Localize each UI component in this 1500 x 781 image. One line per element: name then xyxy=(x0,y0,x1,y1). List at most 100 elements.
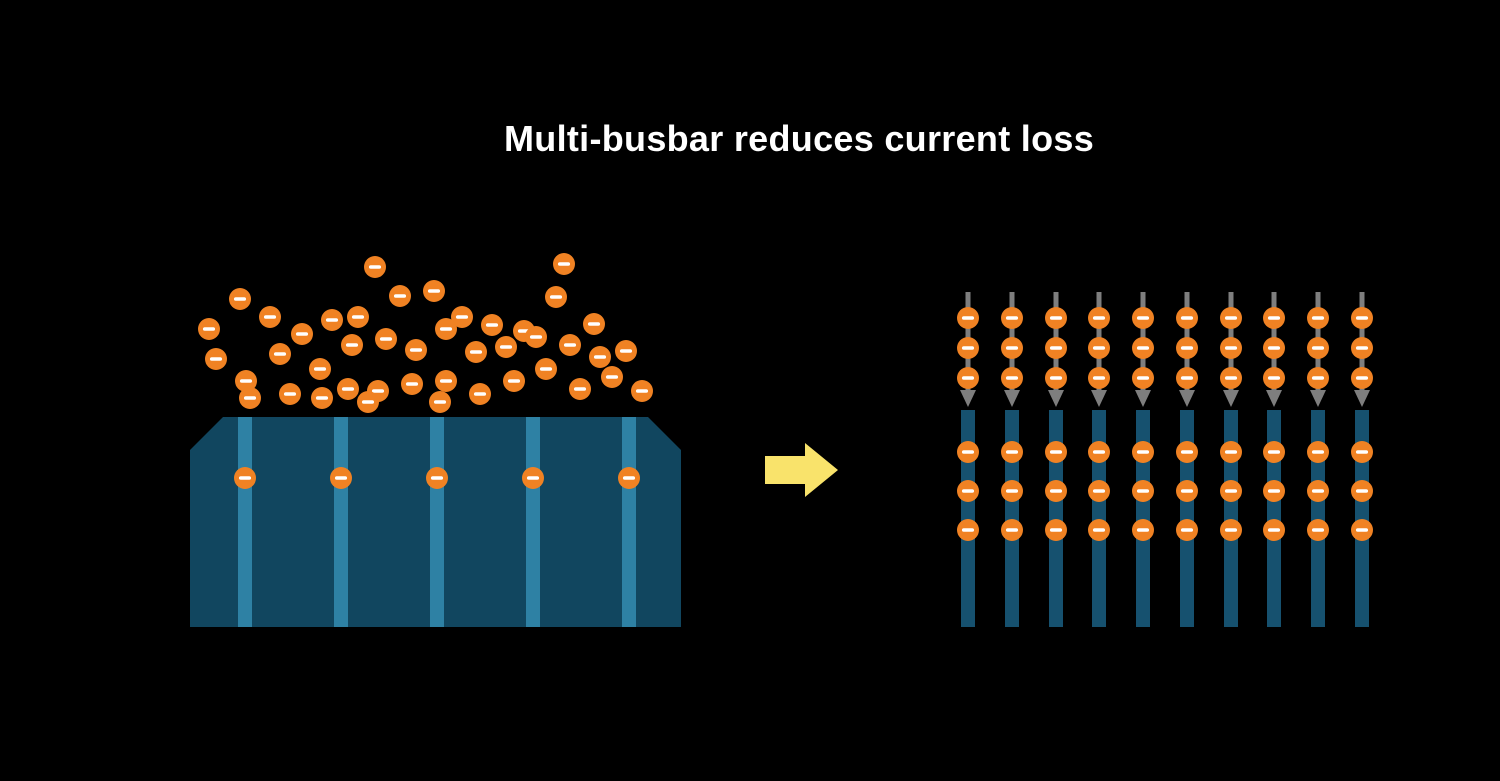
free-electron-icon xyxy=(389,285,411,307)
free-electron-icon xyxy=(205,348,227,370)
wire-electron-icon xyxy=(1176,480,1198,502)
free-electron-icon xyxy=(364,256,386,278)
incoming-electron-icon xyxy=(1351,307,1373,329)
standard-busbar-cell xyxy=(190,253,681,627)
wire-electron-icon xyxy=(1307,441,1329,463)
cell-busbar xyxy=(238,417,252,627)
diagram-title: Multi-busbar reduces current loss xyxy=(503,118,1095,159)
incoming-electron-icon xyxy=(957,307,979,329)
free-electron-icon xyxy=(337,378,359,400)
mbb-wire xyxy=(1355,410,1369,627)
incoming-electrons xyxy=(957,307,1373,389)
wire-electron-icon xyxy=(1088,441,1110,463)
cell-busbar xyxy=(334,417,348,627)
incoming-electron-icon xyxy=(1220,367,1242,389)
free-electron-icon xyxy=(503,370,525,392)
wire-electron-icon xyxy=(1176,519,1198,541)
incoming-electron-icon xyxy=(1176,307,1198,329)
free-electron-icon xyxy=(291,323,313,345)
free-electron-icon xyxy=(601,366,623,388)
incoming-electron-icon xyxy=(1263,367,1285,389)
incoming-electron-icon xyxy=(1307,307,1329,329)
busbar-electron-icon xyxy=(330,467,352,489)
right-arrow-icon xyxy=(765,443,838,497)
incoming-electron-icon xyxy=(1088,307,1110,329)
scattered-electrons xyxy=(198,253,653,413)
wire-electron-icon xyxy=(1132,441,1154,463)
mbb-wire xyxy=(1049,410,1063,627)
mbb-wire xyxy=(1267,410,1281,627)
incoming-electron-icon xyxy=(1045,337,1067,359)
incoming-electron-icon xyxy=(1132,337,1154,359)
incoming-electron-icon xyxy=(1220,337,1242,359)
free-electron-icon xyxy=(429,391,451,413)
mbb-wire xyxy=(1311,410,1325,627)
mbb-wires xyxy=(961,410,1369,627)
incoming-electron-icon xyxy=(957,367,979,389)
incoming-electron-icon xyxy=(1263,307,1285,329)
incoming-electron-icon xyxy=(1351,337,1373,359)
wire-electron-icon xyxy=(957,519,979,541)
wire-electron-icon xyxy=(1045,480,1067,502)
incoming-electron-icon xyxy=(1176,337,1198,359)
free-electron-icon xyxy=(309,358,331,380)
wire-electron-icon xyxy=(1176,441,1198,463)
free-electron-icon xyxy=(198,318,220,340)
incoming-electron-icon xyxy=(1220,307,1242,329)
wire-electron-icon xyxy=(1088,480,1110,502)
incoming-electron-icon xyxy=(1176,367,1198,389)
multi-busbar-cell xyxy=(957,292,1373,627)
wire-electron-icon xyxy=(957,441,979,463)
incoming-electron-icon xyxy=(1132,307,1154,329)
incoming-electron-icon xyxy=(1001,337,1023,359)
incoming-electron-icon xyxy=(1307,367,1329,389)
free-electron-icon xyxy=(469,383,491,405)
free-electron-icon xyxy=(559,334,581,356)
free-electron-icon xyxy=(435,370,457,392)
free-electron-icon xyxy=(279,383,301,405)
wire-electron-icon xyxy=(1132,519,1154,541)
incoming-electron-icon xyxy=(1263,337,1285,359)
wire-electron-icon xyxy=(1307,480,1329,502)
free-electron-icon xyxy=(375,328,397,350)
transition-arrow-group xyxy=(765,443,838,497)
wire-electron-icon xyxy=(1351,519,1373,541)
wire-electron-icon xyxy=(1263,480,1285,502)
free-electron-icon xyxy=(239,387,261,409)
incoming-electron-icon xyxy=(1045,307,1067,329)
free-electron-icon xyxy=(481,314,503,336)
incoming-electron-icon xyxy=(1045,367,1067,389)
mbb-wire xyxy=(1180,410,1194,627)
busbar-electron-icon xyxy=(618,467,640,489)
busbar-electron-icon xyxy=(234,467,256,489)
free-electron-icon xyxy=(569,378,591,400)
wire-electron-icon xyxy=(1263,441,1285,463)
free-electron-icon xyxy=(451,306,473,328)
wire-electron-icon xyxy=(1220,441,1242,463)
wire-electron-icon xyxy=(1220,519,1242,541)
cell-busbar xyxy=(526,417,540,627)
wire-electron-icon xyxy=(1045,441,1067,463)
incoming-electron-icon xyxy=(1351,367,1373,389)
wire-electron-icon xyxy=(1045,519,1067,541)
free-electron-icon xyxy=(553,253,575,275)
wire-electron-icon xyxy=(1088,519,1110,541)
free-electron-icon xyxy=(259,306,281,328)
free-electron-icon xyxy=(269,343,291,365)
free-electron-icon xyxy=(357,391,379,413)
free-electron-icon xyxy=(525,326,547,348)
free-electron-icon xyxy=(589,346,611,368)
free-electron-icon xyxy=(583,313,605,335)
free-electron-icon xyxy=(495,336,517,358)
free-electron-icon xyxy=(311,387,333,409)
wire-electron-icon xyxy=(1132,480,1154,502)
cell-busbar xyxy=(622,417,636,627)
wire-electron-icon xyxy=(1307,519,1329,541)
wire-electron-icon xyxy=(1351,441,1373,463)
free-electron-icon xyxy=(615,340,637,362)
wire-electron-icon xyxy=(957,480,979,502)
incoming-electron-icon xyxy=(1307,337,1329,359)
busbar-electron-icon xyxy=(522,467,544,489)
